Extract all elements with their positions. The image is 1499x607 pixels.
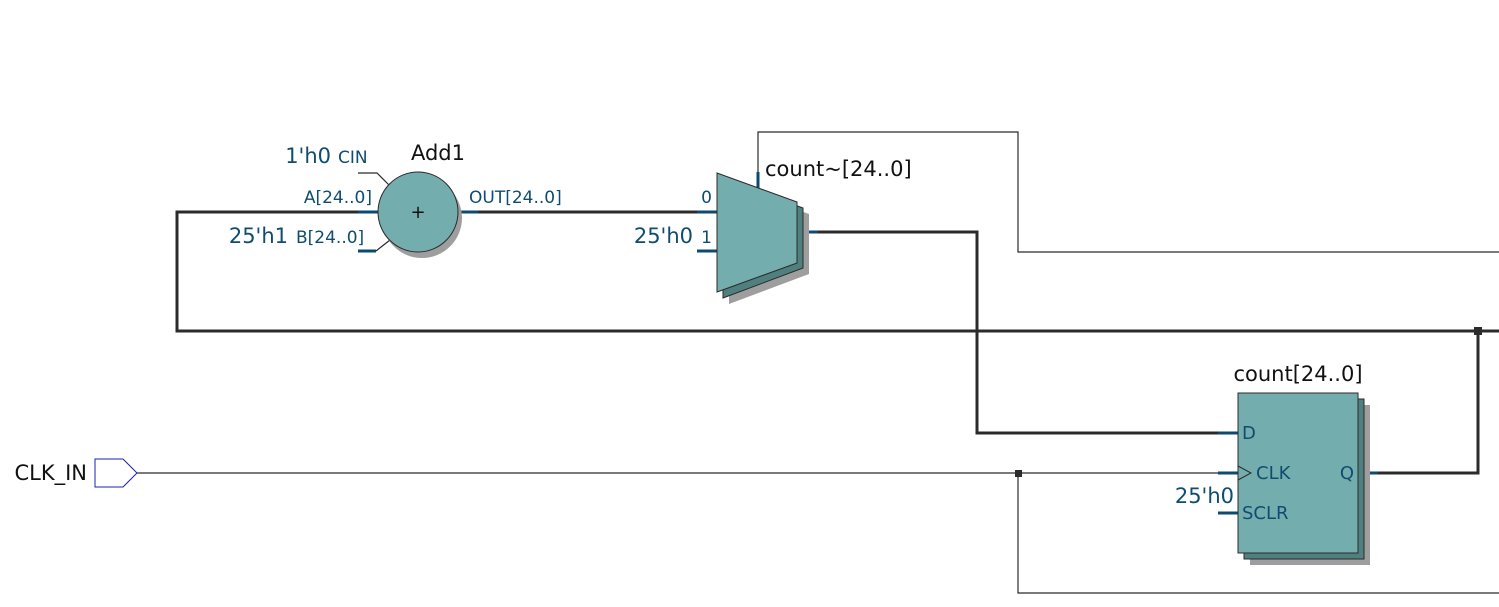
register-port-sclr: SCLR (1242, 503, 1289, 524)
input-port-label: CLK_IN (14, 461, 87, 486)
clock-edge-icon (1237, 465, 1253, 481)
input-port-clk-in[interactable]: CLK_IN (14, 458, 138, 488)
register-name: count[24..0] (1233, 362, 1362, 386)
adder-b-const: 25'h1 (229, 224, 288, 248)
net-mux-to-register-d[interactable] (814, 230, 1222, 435)
input-port-icon[interactable] (94, 458, 138, 488)
register-sclr-const: 25'h0 (1175, 484, 1234, 508)
adder-name: Add1 (411, 141, 465, 165)
register-port-q: Q (1340, 463, 1354, 484)
adder-cin-lead (358, 172, 390, 186)
nets (137, 131, 1499, 594)
mux-block[interactable]: count~[24..0] 0 1 25'h0 (634, 157, 912, 304)
register-port-d: D (1242, 423, 1256, 444)
net-mux-select[interactable] (757, 131, 1499, 253)
junction-dot-clk (1015, 470, 1022, 477)
net-clk-branch-offscreen[interactable] (1017, 473, 1499, 594)
mux-name: count~[24..0] (765, 157, 912, 181)
register-port-clk: CLK (1256, 463, 1292, 484)
net-q-feedback-bus[interactable] (175, 210, 1480, 475)
adder-port-b: B[24..0] (296, 228, 364, 248)
mux-input-0-label: 0 (701, 188, 712, 208)
adder-port-out: OUT[24..0] (469, 188, 562, 208)
adder-block[interactable]: + Add1 1'h0 CIN A[24..0] 25'h1 B[24..0] … (229, 141, 562, 258)
adder-b-lead (375, 239, 391, 252)
adder-port-cin: CIN (338, 148, 368, 168)
adder-body[interactable] (377, 171, 459, 253)
adder-plus-icon: + (410, 202, 425, 223)
mux-body[interactable] (716, 172, 798, 293)
mux-in1-const: 25'h0 (634, 224, 693, 248)
register-block[interactable]: count[24..0] D CLK SCLR Q 25'h0 (1175, 362, 1378, 565)
junction-dot-feedback (1474, 327, 1482, 335)
register-body[interactable] (1237, 392, 1359, 554)
adder-port-a: A[24..0] (304, 188, 372, 208)
adder-cin-const: 1'h0 (285, 144, 331, 168)
mux-input-1-label: 1 (701, 228, 712, 248)
